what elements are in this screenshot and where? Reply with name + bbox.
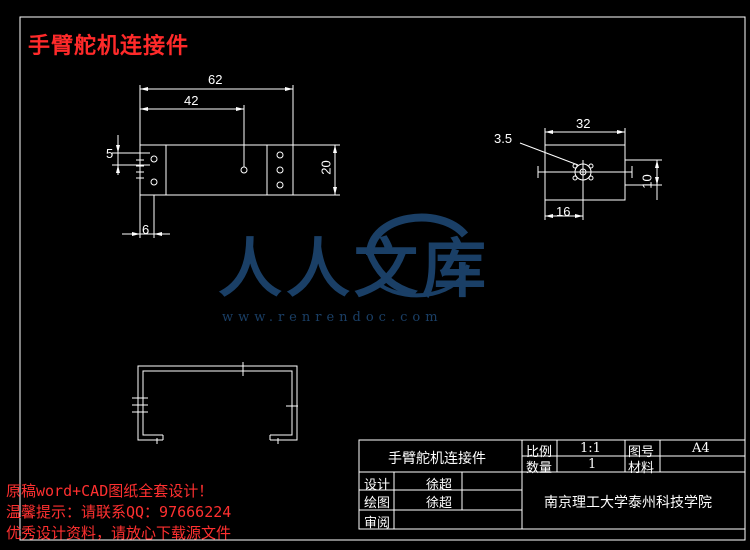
tb-drawing-no-label: 图号 [628, 445, 655, 460]
top-view-left-arrows [116, 87, 337, 236]
tb-design-label: 设计 [364, 478, 391, 493]
front-view-bracket [132, 362, 298, 444]
dim-5: 5 [106, 146, 114, 161]
top-view-right [519, 128, 662, 220]
tb-drawn-label: 绘图 [364, 496, 391, 511]
dim-62: 62 [208, 72, 223, 87]
tb-scale-label: 比例 [526, 445, 553, 460]
tb-institution: 南京理工大学泰州科技学院 [544, 495, 712, 511]
title-block-grid [358, 439, 746, 530]
drawing-frame [19, 16, 746, 541]
tb-scale-value: 1:1 [580, 441, 601, 456]
tb-review-label: 审阅 [364, 516, 391, 531]
note-line-3: 优秀设计资料，请放心下载源文件 [6, 524, 232, 542]
dim-6: 6 [142, 222, 150, 237]
tb-drawing-no-value: A4 [692, 441, 710, 456]
tb-drawn-value: 徐超 [426, 496, 453, 511]
tb-material-label: 材料 [628, 461, 655, 476]
note-line-2: 温馨提示：请联系QQ：97666224 [6, 503, 232, 521]
watermark-logo-text: 人人文库 [218, 232, 490, 307]
dim-3-5: 3.5 [494, 131, 513, 146]
tb-design-value: 徐超 [426, 478, 453, 493]
tb-qty-label: 数量 [526, 461, 553, 476]
dim-32: 32 [576, 116, 591, 131]
watermark-url: www.renrendoc.com [222, 310, 443, 325]
tb-part-name: 手臂舵机连接件 [388, 451, 486, 467]
dim-20: 20 [318, 160, 334, 175]
dim-42: 42 [184, 93, 199, 108]
top-view-right-arrows [545, 130, 659, 218]
dim-10: 10 [639, 174, 655, 189]
note-line-1: 原稿word+CAD图纸全套设计！ [6, 482, 214, 500]
tb-qty-value: 1 [588, 457, 597, 472]
drawing-title: 手臂舵机连接件 [28, 34, 190, 59]
watermark-swirl-icon [366, 213, 470, 298]
dim-16: 16 [556, 204, 571, 219]
